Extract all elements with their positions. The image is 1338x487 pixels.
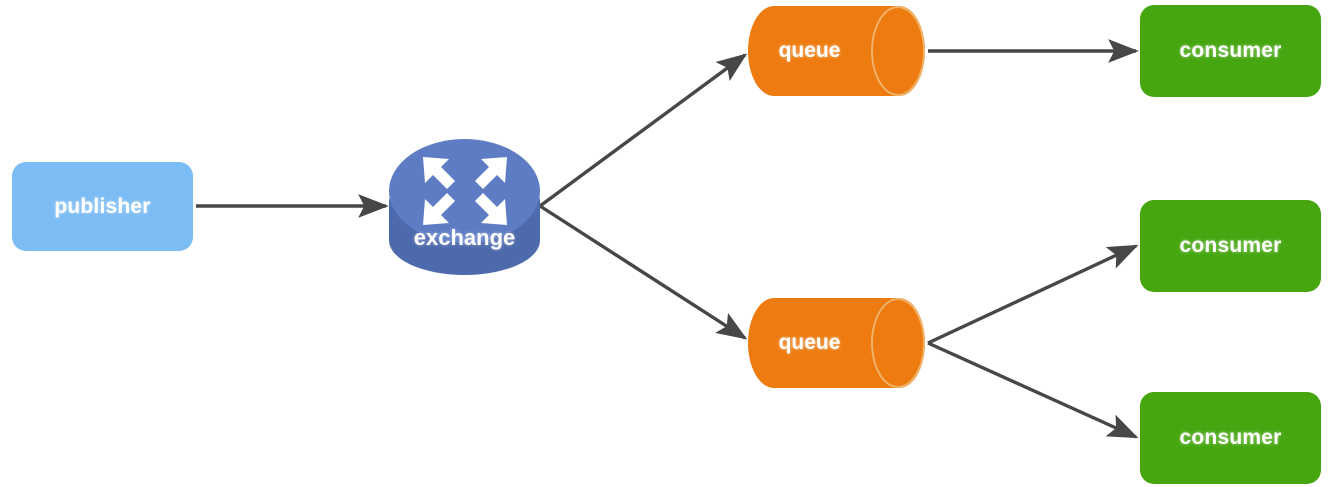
node-consumer-top[interactable]: consumer: [1140, 5, 1321, 97]
exchange-cylinder-top: [389, 139, 540, 243]
node-queue-bottom-label: queue: [778, 331, 841, 354]
node-exchange[interactable]: exchange: [389, 139, 540, 275]
node-queue-bottom[interactable]: queue: [748, 298, 925, 388]
edge-exchange-to-queue-bottom: [539, 204, 748, 340]
edge-exchange-to-queue-top: [538, 53, 748, 208]
edge-queue-bottom-to-consumer-bottom: [927, 341, 1139, 439]
node-consumer-top-label: consumer: [1179, 39, 1282, 62]
node-queue-top-label: queue: [778, 39, 841, 62]
node-consumer-bottom[interactable]: consumer: [1140, 392, 1321, 484]
queue-cylinder-end-cap: [871, 298, 925, 388]
queue-cylinder-end-cap: [871, 6, 925, 96]
node-publisher[interactable]: publisher: [12, 162, 193, 251]
four-way-expand-arrows-icon: [422, 157, 507, 225]
node-exchange-label: exchange: [413, 225, 516, 250]
edge-queue-bottom-to-consumer-middle: [927, 244, 1139, 345]
node-consumer-bottom-label: consumer: [1179, 426, 1282, 449]
node-queue-top[interactable]: queue: [748, 6, 925, 96]
node-publisher-label: publisher: [54, 194, 151, 218]
node-consumer-middle-label: consumer: [1179, 234, 1282, 257]
node-consumer-middle[interactable]: consumer: [1140, 200, 1321, 292]
